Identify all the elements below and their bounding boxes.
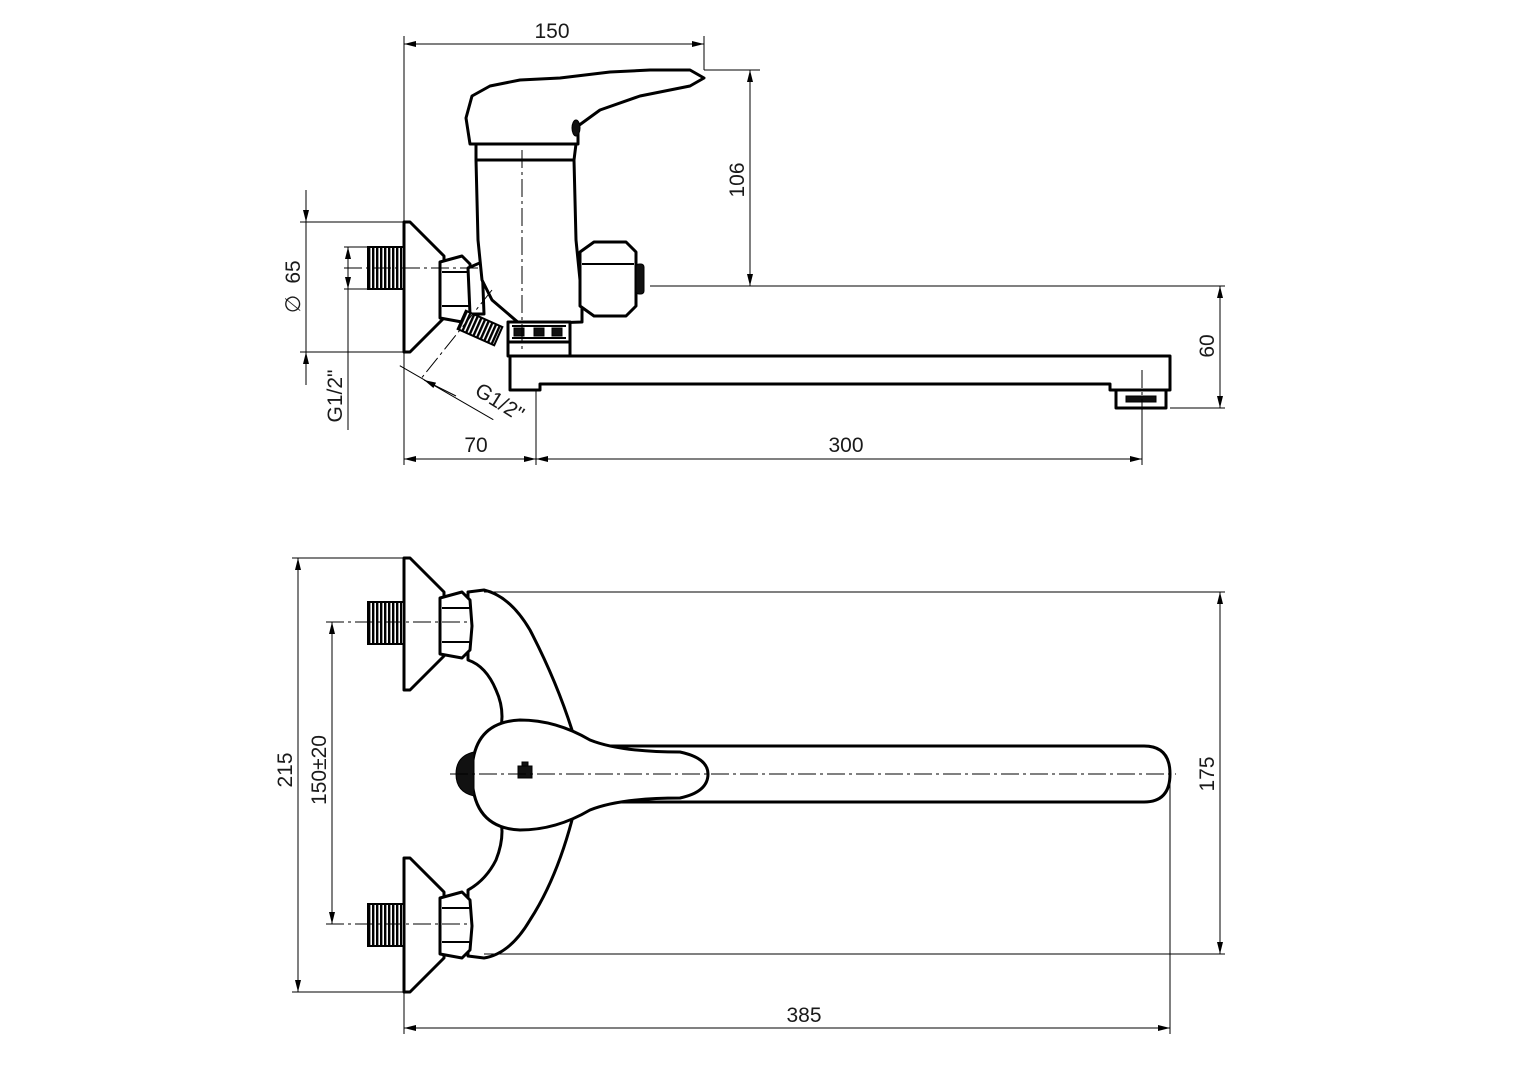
lower-nut [438, 890, 474, 960]
upper-nut [438, 590, 474, 660]
side-view: 150 106 ∅ 65 G1/2" G1/2" 70 300 60 [282, 20, 1225, 465]
dim-total-length: 385 [786, 1004, 821, 1027]
dim-offset: 70 [464, 434, 487, 457]
dim-spout-span: 175 [1196, 756, 1219, 791]
lower-inlet-thread [367, 903, 405, 947]
handle-lever [464, 68, 706, 146]
dim-diameter: 65 [282, 260, 305, 283]
dim-handle-height: 106 [726, 162, 749, 197]
shower-outlet-thread [456, 309, 504, 347]
logo-mark [517, 761, 533, 779]
upper-flange [402, 556, 446, 692]
dim-total-height: 215 [274, 752, 297, 787]
spout [508, 354, 1172, 392]
top-view: 215 150±20 175 385 [274, 556, 1225, 1034]
dim-width-top: 150 [534, 20, 569, 43]
dim-spout-height: 60 [1196, 334, 1219, 357]
diameter-symbol: ∅ [282, 295, 305, 313]
dim-spout-reach: 300 [828, 434, 863, 457]
wall-flange [402, 220, 446, 354]
handle-top [470, 718, 710, 832]
mixer-body [474, 158, 584, 326]
dim-inlet-thread: G1/2" [324, 370, 347, 423]
lower-flange [402, 856, 446, 994]
diverter-knob [578, 240, 638, 318]
dim-inlet-spacing: 150±20 [308, 735, 331, 805]
upper-inlet-thread [367, 601, 405, 645]
